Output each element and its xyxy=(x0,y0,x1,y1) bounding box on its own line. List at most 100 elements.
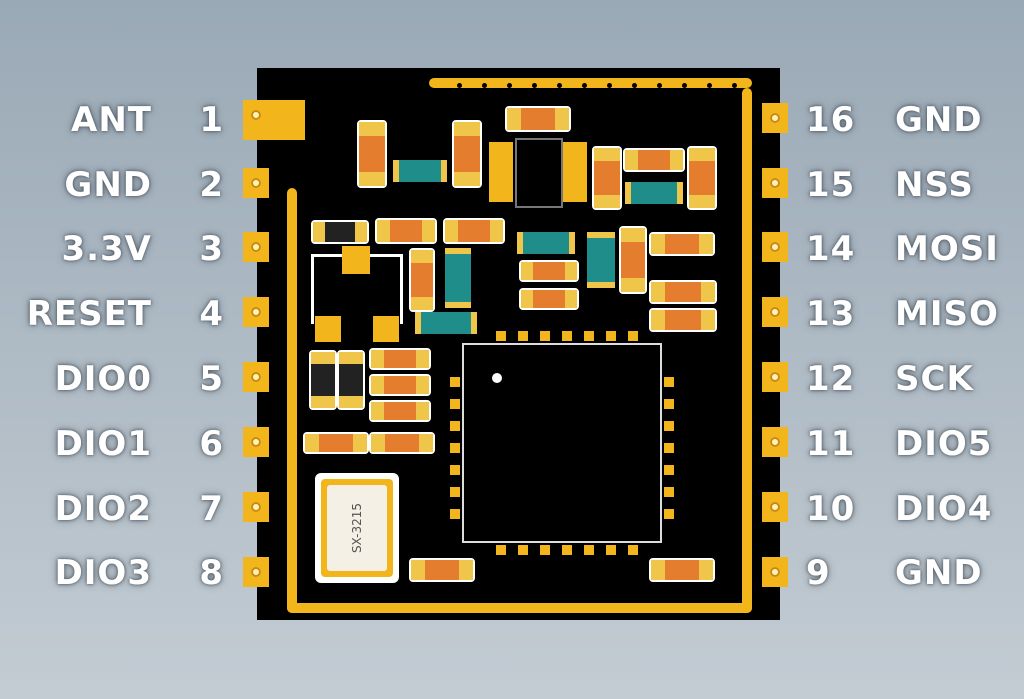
pin-num-16: 16 xyxy=(806,100,856,140)
resistor-r10 xyxy=(619,226,647,294)
resistor-r1 xyxy=(505,106,571,132)
via xyxy=(482,83,487,88)
pad-6 xyxy=(243,427,269,457)
pin-name-dio2: DIO2 xyxy=(54,489,152,529)
capacitor-c6 xyxy=(415,312,477,334)
resistor-r21 xyxy=(369,432,435,454)
pad-14 xyxy=(762,232,788,262)
chip-pin-bottom xyxy=(518,545,528,555)
pin-name-ant: ANT xyxy=(71,100,152,140)
chip-pin-top xyxy=(496,331,506,341)
pin-num-12: 12 xyxy=(806,359,856,399)
resistor-r3 xyxy=(452,120,482,188)
pin-num-14: 14 xyxy=(806,229,856,269)
pad-1 xyxy=(243,100,305,140)
pin-name-dio5: DIO5 xyxy=(895,424,993,464)
pin-num-5: 5 xyxy=(199,359,224,399)
resistor-r9 xyxy=(443,218,505,244)
via xyxy=(707,83,712,88)
regulator-chip xyxy=(515,138,563,208)
resistor-r16 xyxy=(649,308,717,332)
chip-pin-top xyxy=(562,331,572,341)
resistor-r17 xyxy=(369,348,431,370)
resistor-r14 xyxy=(519,288,579,310)
resistor-r19 xyxy=(369,400,431,422)
pad-16 xyxy=(762,103,788,133)
chip-pin-left xyxy=(450,509,460,519)
pcb-module: SX-3215 xyxy=(243,68,788,620)
resistor-r15 xyxy=(649,280,717,304)
chip-pin-bottom xyxy=(584,545,594,555)
resistor-r6 xyxy=(623,148,685,172)
pad-13 xyxy=(762,297,788,327)
chip-pin-bottom xyxy=(540,545,550,555)
chip-pin-right xyxy=(664,421,674,431)
resistor-r5 xyxy=(687,146,717,210)
via xyxy=(657,83,662,88)
inductor-l1 xyxy=(309,350,337,410)
capacitor-c5 xyxy=(445,248,471,308)
pad-3 xyxy=(243,232,269,262)
pin-name-mosi: MOSI xyxy=(895,229,999,269)
chip-pin-right xyxy=(664,509,674,519)
chip-pin-bottom xyxy=(606,545,616,555)
via xyxy=(557,83,562,88)
pin-num-15: 15 xyxy=(806,165,856,205)
chip-pin-top xyxy=(584,331,594,341)
resistor-r2 xyxy=(357,120,387,188)
pin-name-dio4: DIO4 xyxy=(895,489,993,529)
pin-name-3v3: 3.3V xyxy=(61,229,152,269)
via xyxy=(532,83,537,88)
rf-transceiver-chip xyxy=(462,343,662,543)
chip-pin-left xyxy=(450,421,460,431)
pad-7 xyxy=(243,492,269,522)
ground-trace-top xyxy=(429,78,752,88)
chip-pin-bottom xyxy=(496,545,506,555)
pin-name-dio1: DIO1 xyxy=(54,424,152,464)
pin-name-sck: SCK xyxy=(895,359,974,399)
pad-10 xyxy=(762,492,788,522)
transistor-pad-right xyxy=(373,316,399,342)
pin-name-miso: MISO xyxy=(895,294,999,334)
pin-num-9: 9 xyxy=(806,553,831,593)
chip-pin-right xyxy=(664,465,674,475)
pad-12 xyxy=(762,362,788,392)
capacitor-c3 xyxy=(517,232,575,254)
pin-name-gnd-2: GND xyxy=(64,165,152,205)
chip-pin-top xyxy=(518,331,528,341)
pin-name-reset: RESET xyxy=(26,294,152,334)
via xyxy=(457,83,462,88)
pad-9 xyxy=(762,557,788,587)
resistor-r18 xyxy=(369,374,431,396)
pin-name-dio3: DIO3 xyxy=(54,553,152,593)
chip-pin-right xyxy=(664,443,674,453)
pin-num-1: 1 xyxy=(199,100,224,140)
chip-pin-left xyxy=(450,487,460,497)
resistor-r22 xyxy=(409,558,475,582)
resistor-r13 xyxy=(519,260,579,282)
via xyxy=(732,83,737,88)
via xyxy=(507,83,512,88)
pin-num-6: 6 xyxy=(199,424,224,464)
resistor-r8 xyxy=(375,218,437,244)
capacitor-c4 xyxy=(587,232,615,288)
chip-pin-top xyxy=(628,331,638,341)
chip-pin-top xyxy=(606,331,616,341)
chip-pin-left xyxy=(450,465,460,475)
via xyxy=(582,83,587,88)
pin-num-3: 3 xyxy=(199,229,224,269)
regulator-pad-right xyxy=(563,142,587,202)
pin-num-8: 8 xyxy=(199,553,224,593)
chip-pin-right xyxy=(664,487,674,497)
resistor-r7 xyxy=(311,220,369,244)
crystal-top: SX-3215 xyxy=(327,485,387,571)
pin-num-11: 11 xyxy=(806,424,856,464)
resistor-r23 xyxy=(649,558,715,582)
via xyxy=(607,83,612,88)
regulator-pad-left xyxy=(489,142,513,202)
crystal-oscillator: SX-3215 xyxy=(315,473,399,583)
pin-num-2: 2 xyxy=(199,165,224,205)
capacitor-c1 xyxy=(393,160,447,182)
resistor-r4 xyxy=(592,146,622,210)
capacitor-c2 xyxy=(625,182,683,204)
